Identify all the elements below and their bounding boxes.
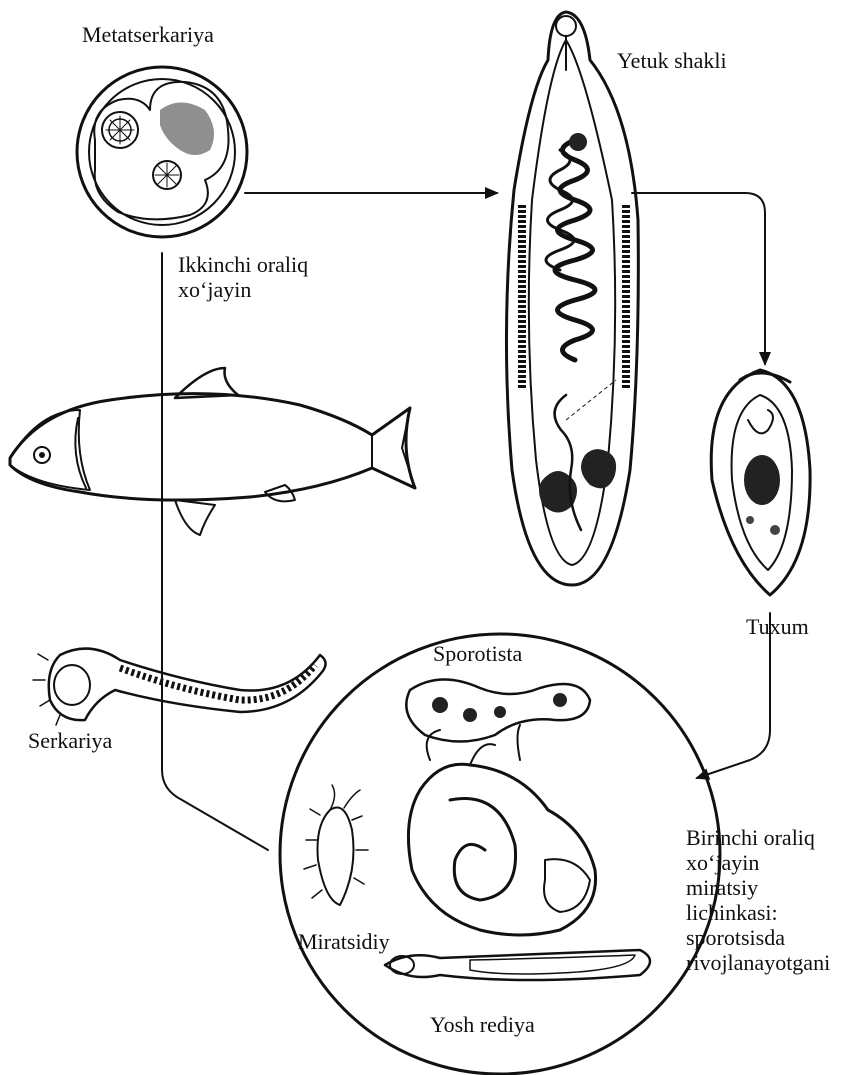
fish-illustration: [10, 368, 415, 535]
label-ikkinchi-oraliq-line2: xo‘jayin: [178, 277, 251, 302]
snail-circle-illustration: [280, 634, 720, 1074]
label-yosh-rediya: Yosh rediya: [430, 1012, 535, 1037]
label-miratsidiy: Miratsidiy: [298, 929, 390, 954]
label-metatserkariya: Metatserkariya: [82, 22, 214, 47]
label-sporotista: Sporotista: [433, 641, 522, 666]
label-birinchi-line4: lichinkasi:: [686, 900, 778, 925]
arrow-adult-to-egg: [632, 193, 765, 364]
cercaria-illustration: [33, 649, 326, 725]
label-yetuk-shakli: Yetuk shakli: [617, 48, 727, 73]
label-birinchi-line5: sporotsisda: [686, 925, 785, 950]
label-birinchi-line1: Birinchi oraliq: [686, 825, 815, 850]
label-birinchi-line2: xo‘jayin: [686, 850, 759, 875]
egg-illustration: [711, 370, 810, 595]
label-birinchi-line6: rivojlanayotgani: [686, 950, 830, 975]
label-birinchi-line3: miratsiy: [686, 875, 758, 900]
cycle-connectors: [162, 193, 770, 850]
line-left-return: [162, 253, 268, 850]
label-tuxum: Tuxum: [746, 614, 809, 639]
label-ikkinchi-oraliq-line1: Ikkinchi oraliq: [178, 252, 308, 277]
label-serkariya: Serkariya: [28, 728, 112, 753]
adult-fluke-illustration: [506, 12, 638, 585]
metacercaria-illustration: [77, 67, 247, 237]
